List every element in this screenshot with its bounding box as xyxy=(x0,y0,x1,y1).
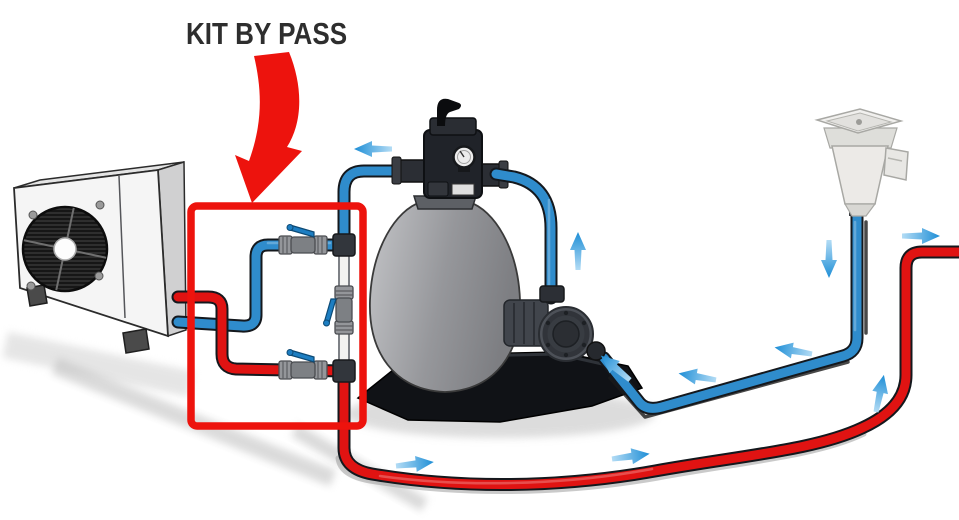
cold-pipe-pump-to-filter xyxy=(489,167,558,305)
skimmer-lid xyxy=(814,108,904,134)
flow-arrow-right xyxy=(395,454,435,474)
callout-arrow-icon xyxy=(235,52,302,203)
skimmer-flange xyxy=(883,147,909,181)
flow-arrow-left xyxy=(677,365,718,388)
heat-pump-foot xyxy=(122,328,150,354)
flow-arrow-up xyxy=(570,232,586,270)
sand-filter-tank xyxy=(369,195,521,393)
ball-valve-hot xyxy=(278,348,328,380)
screw-icons xyxy=(26,200,105,291)
skimmer xyxy=(814,108,909,217)
pressure-gauge xyxy=(452,145,476,172)
pump-outlet xyxy=(539,285,565,303)
fan-grille-icon xyxy=(21,205,109,293)
valve-handle xyxy=(437,98,461,126)
filter-pump xyxy=(503,285,594,362)
flow-arrow-left xyxy=(773,339,814,362)
hot-pipe-return-run xyxy=(171,245,959,492)
tee-fitting xyxy=(332,359,356,383)
flow-arrow-left xyxy=(354,141,392,157)
cold-pipe-skimmer-to-pump xyxy=(597,206,864,415)
heat-pump xyxy=(13,160,187,354)
multiport-valve xyxy=(391,98,509,199)
pump-inlet xyxy=(586,341,606,361)
pump-strainer-lid xyxy=(538,306,594,362)
tee-fitting xyxy=(332,233,356,257)
valve-label-plate xyxy=(451,183,475,196)
bypass-kit-label: KIT BY PASS xyxy=(186,16,348,51)
skimmer-body xyxy=(831,145,889,205)
ball-valve-cold xyxy=(278,223,328,255)
heat-pump-panel-seam xyxy=(118,175,126,319)
flow-arrow-right xyxy=(610,445,651,467)
bypass-highlight-box xyxy=(187,202,367,430)
cold-pipe-bypass-run xyxy=(171,164,419,333)
return-pipe-shadow xyxy=(335,431,867,495)
flow-arrow-right xyxy=(902,228,940,244)
sight-glass xyxy=(427,181,449,197)
ball-valve-bypass xyxy=(322,285,354,335)
flow-arrow-down xyxy=(821,240,837,278)
